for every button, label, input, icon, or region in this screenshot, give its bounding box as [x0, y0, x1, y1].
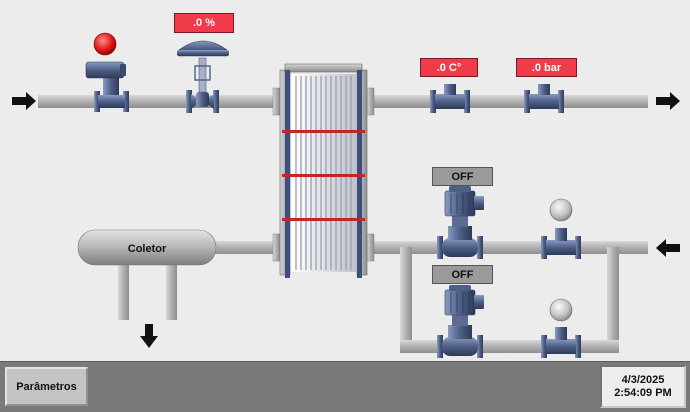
pump-2-status[interactable]: OFF	[432, 265, 493, 284]
parameters-button[interactable]: Parâmetros	[5, 367, 88, 406]
time-text: 2:54:09 PM	[614, 386, 672, 399]
bypass-left-leg	[400, 247, 412, 352]
flow-arrows	[12, 92, 680, 348]
return-arrow-icon	[656, 239, 680, 257]
pump-1[interactable]	[437, 186, 484, 259]
outlet-arrow-icon	[656, 92, 680, 110]
indicator-lamp-2-icon	[549, 298, 573, 322]
temperature-transmitter[interactable]	[430, 84, 470, 113]
datetime-display: 4/3/2025 2:54:09 PM	[600, 365, 686, 408]
control-valve[interactable]	[177, 40, 229, 113]
pump-2[interactable]	[437, 285, 484, 358]
pressure-transmitter[interactable]	[524, 84, 564, 113]
collector-tank[interactable]	[77, 229, 217, 266]
collector-label: Coletor	[128, 243, 167, 255]
pressure-readout[interactable]: .0 bar	[516, 58, 577, 77]
footer-bar	[0, 361, 690, 412]
bypass-bottom-pipe	[400, 340, 619, 353]
indicator-lamp-1-icon	[549, 198, 573, 222]
drain-arrow-icon	[140, 324, 158, 348]
collector-leg-right	[166, 262, 177, 320]
bypass-right-leg	[607, 247, 619, 352]
date-text: 4/3/2025	[621, 373, 665, 386]
collector-pipe	[205, 241, 277, 254]
alarm-lamp-icon	[93, 32, 117, 56]
temperature-readout[interactable]: .0 C°	[420, 58, 478, 77]
inlet-pipe-top	[38, 95, 278, 108]
flow-meter[interactable]	[85, 61, 129, 112]
collector-leg-left	[118, 262, 129, 320]
pump-1-status[interactable]: OFF	[432, 167, 493, 186]
plate-heat-exchanger[interactable]	[272, 63, 375, 278]
return-sensor-1[interactable]	[541, 228, 581, 259]
outlet-pipe-top	[370, 95, 648, 108]
valve-position-readout[interactable]: .0 %	[174, 13, 234, 33]
return-sensor-2[interactable]	[541, 327, 581, 358]
inlet-arrow-icon	[12, 92, 36, 110]
